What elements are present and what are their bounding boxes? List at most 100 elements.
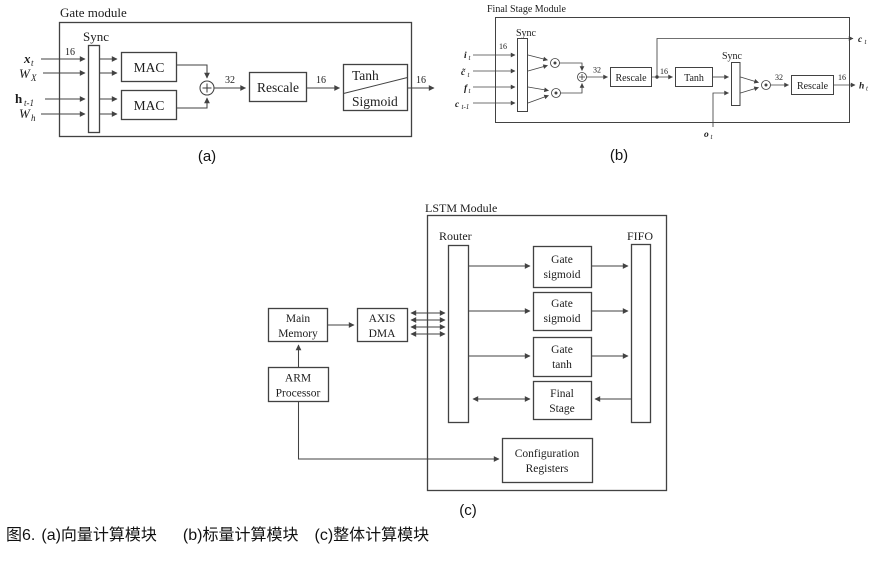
input-label-xt: x t bbox=[23, 51, 34, 68]
b-tanh-label: Tanh bbox=[684, 73, 704, 84]
input-ht1-base: h bbox=[15, 91, 23, 106]
mac-top-to-adder bbox=[176, 64, 210, 79]
input-it-base: i bbox=[464, 51, 467, 61]
arm-to-config-line bbox=[297, 402, 500, 462]
b-rescale2-label: Rescale bbox=[797, 81, 829, 92]
main-memory-block: Main Memory bbox=[267, 307, 329, 343]
input-ft-sub: t bbox=[469, 87, 472, 95]
input-ctilde-base: c̃ bbox=[461, 67, 466, 78]
input-label-it: i t bbox=[464, 51, 472, 62]
final-stage-border bbox=[495, 17, 850, 123]
output-label-ht: h t bbox=[859, 82, 869, 93]
out-ct-sub: t bbox=[865, 38, 868, 46]
input-ct1-sub: t-1 bbox=[462, 103, 470, 111]
input-label-ht1: h t-1 bbox=[15, 91, 34, 108]
final-stage-line2: Stage bbox=[549, 403, 575, 415]
b-sync2-label: Sync bbox=[722, 51, 743, 62]
b-bus-width-out: 16 bbox=[838, 73, 846, 82]
mul2-to-adder bbox=[560, 83, 585, 94]
gate1-line2: sigmoid bbox=[543, 269, 580, 281]
bus-width-sum: 32 bbox=[225, 75, 235, 86]
ot-input-line bbox=[712, 90, 729, 127]
rescale-block bbox=[248, 71, 308, 103]
ct-output-line bbox=[656, 36, 854, 77]
input-xt-base: x bbox=[23, 51, 31, 66]
final-stage-block: Final Stage bbox=[532, 380, 593, 421]
figure-caption: 图6. (a)向量计算模块 (b)标量计算模块 (c)整体计算模块 bbox=[6, 521, 429, 545]
final-stage-line1: Final bbox=[550, 388, 574, 400]
multiplier-symbol-bottom bbox=[551, 88, 561, 98]
axis-dma-line1: AXIS bbox=[369, 313, 396, 325]
arm-line2: Processor bbox=[276, 388, 321, 400]
b-bus-width-in: 16 bbox=[499, 42, 507, 51]
input-label-ot: o t bbox=[704, 130, 714, 141]
gate-module-title: Gate module bbox=[60, 5, 127, 20]
out-ht-base: h bbox=[859, 82, 864, 92]
lstm-internal-arrows bbox=[469, 263, 631, 402]
in-ot-base: o bbox=[704, 130, 709, 140]
configuration-registers-block: Configuration Registers bbox=[501, 437, 594, 484]
gate-module-border bbox=[58, 21, 413, 138]
axis-dma-block: AXIS DMA bbox=[356, 307, 409, 343]
gate3-line1: Gate bbox=[551, 344, 573, 356]
input-label-ctilde: c̃ t bbox=[461, 67, 471, 79]
config-line2: Registers bbox=[526, 463, 569, 475]
router-block bbox=[447, 244, 470, 424]
input-label-wx: W X bbox=[19, 66, 37, 83]
gate-sigmoid-2-block: Gate sigmoid bbox=[532, 291, 593, 332]
bus-width-in: 16 bbox=[65, 47, 75, 58]
lstm-module-border bbox=[426, 214, 668, 492]
sync2-to-mul-arrows bbox=[740, 76, 759, 94]
mac-bottom-to-adder bbox=[176, 97, 210, 109]
arrow-sync1-mul1a bbox=[527, 54, 548, 62]
router-label: Router bbox=[439, 229, 472, 243]
b-sync2-block bbox=[731, 62, 741, 106]
arrow-sync2-mul3b bbox=[740, 86, 759, 94]
input-label-ft: f t bbox=[464, 84, 472, 95]
fifo-block bbox=[630, 243, 652, 424]
caption-part-c: (c)整体计算模块 bbox=[314, 527, 430, 544]
final-stage-module-diagram: Final Stage Module i t c̃ t f t c t-1 16… bbox=[455, 4, 869, 164]
b-tanh-block bbox=[675, 67, 713, 87]
b-bus-width-sum: 32 bbox=[593, 66, 601, 75]
arm-processor-block: ARM Processor bbox=[267, 366, 330, 403]
dma-router-bus bbox=[410, 310, 446, 337]
sublabel-b: (b) bbox=[610, 147, 628, 164]
input-ft-base: f bbox=[464, 84, 468, 94]
sublabel-a: (a) bbox=[198, 148, 216, 165]
input-label-wh: W h bbox=[19, 106, 36, 123]
config-line1: Configuration bbox=[515, 448, 580, 460]
mac-top-block bbox=[120, 51, 178, 83]
b-sync1-label: Sync bbox=[516, 28, 537, 39]
main-memory-line2: Memory bbox=[278, 328, 318, 340]
caption-prefix: 图6. bbox=[6, 527, 36, 544]
sync-block bbox=[87, 44, 101, 134]
gate-sigmoid-1-block: Gate sigmoid bbox=[532, 245, 593, 289]
lstm-module-diagram: LSTM Module Router FIFO Gate sigmoid Gat… bbox=[267, 201, 668, 519]
arrow-sync1-mul2b bbox=[527, 94, 549, 104]
main-memory-line1: Main bbox=[286, 313, 311, 325]
out-ct-base: c bbox=[858, 35, 863, 45]
mac-bottom-label: MAC bbox=[134, 98, 165, 113]
mac-bottom-block bbox=[120, 89, 178, 121]
tanh-label: Tanh bbox=[352, 68, 379, 83]
caption-part-b: (b)标量计算模块 bbox=[182, 527, 299, 544]
gate2-line1: Gate bbox=[551, 298, 573, 310]
axis-dma-line2: DMA bbox=[369, 328, 397, 340]
b-rescale1-label: Rescale bbox=[615, 73, 647, 84]
b-adder-symbol bbox=[577, 72, 587, 82]
arrow-sync2-mul3a bbox=[740, 76, 759, 84]
caption-part-a: (a)向量计算模块 bbox=[41, 527, 157, 544]
input-wx-sub: X bbox=[30, 73, 37, 83]
gate-module-diagram: Gate module x t W X h t-1 W h 16 Sync bbox=[15, 5, 435, 165]
input-ctilde-sub: t bbox=[468, 71, 471, 79]
b-rescale2-block bbox=[791, 75, 834, 95]
final-stage-title: Final Stage Module bbox=[487, 4, 566, 15]
sync-to-mac-arrows bbox=[100, 56, 118, 117]
in-ot-sub: t bbox=[711, 133, 714, 141]
gate1-line1: Gate bbox=[551, 254, 573, 266]
input-label-ct1: c t-1 bbox=[455, 100, 469, 111]
tanh-sigmoid-block: Tanh Sigmoid bbox=[342, 63, 409, 112]
arm-line1: ARM bbox=[285, 373, 311, 385]
